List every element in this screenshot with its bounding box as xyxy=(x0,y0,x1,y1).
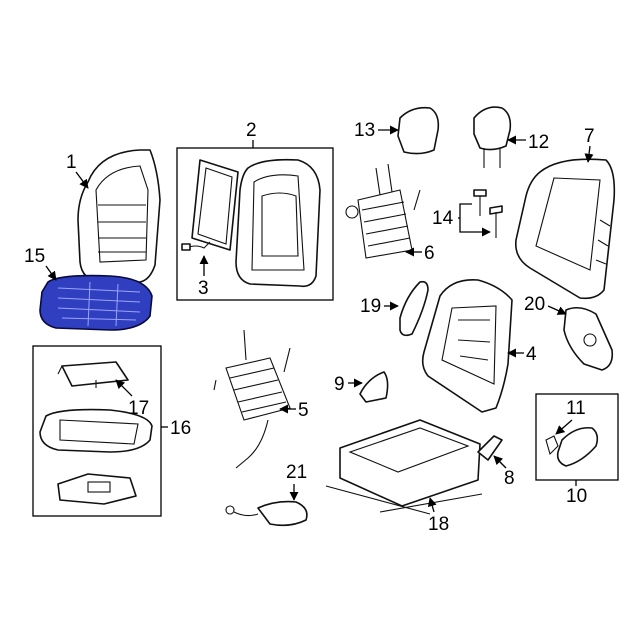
part-6-back-suspension[interactable] xyxy=(345,163,421,259)
part-2-seat-back-pad[interactable] xyxy=(235,158,321,288)
callout-16[interactable]: 16 xyxy=(170,418,191,439)
callout-15[interactable]: 15 xyxy=(24,246,45,267)
leader-20 xyxy=(547,305,567,315)
part-8-track-cover[interactable] xyxy=(477,435,503,461)
leader-1 xyxy=(75,171,89,189)
leader-7 xyxy=(584,145,594,163)
part-7-back-frame-cover[interactable] xyxy=(514,158,616,300)
part-10-handle[interactable] xyxy=(556,426,599,467)
part-17-cushion-panel[interactable] xyxy=(57,361,129,388)
callout-20[interactable]: 20 xyxy=(524,294,545,315)
callout-14[interactable]: 14 xyxy=(432,208,454,229)
leader-11 xyxy=(555,419,573,435)
group-box-2 xyxy=(176,147,334,301)
group-box-16 xyxy=(32,345,162,517)
group-box-10 xyxy=(535,393,619,481)
part-18-seat-track-frame[interactable] xyxy=(325,419,483,515)
part-1-seat-back-cover[interactable] xyxy=(77,149,161,283)
callout-1[interactable]: 1 xyxy=(66,152,77,173)
callout-11[interactable]: 11 xyxy=(566,398,586,419)
callout-6[interactable]: 6 xyxy=(424,243,435,264)
part-9-bracket[interactable] xyxy=(359,371,389,403)
callout-17[interactable]: 17 xyxy=(128,398,149,419)
callout-7[interactable]: 7 xyxy=(584,126,595,147)
leader-18 xyxy=(427,497,437,513)
callout-18[interactable]: 18 xyxy=(428,514,449,535)
part-15-seat-cushion-cover[interactable] xyxy=(39,274,153,331)
callout-4[interactable]: 4 xyxy=(526,344,537,365)
callout-8[interactable]: 8 xyxy=(504,468,515,489)
part-14-bolts[interactable] xyxy=(473,189,503,238)
leader-14 xyxy=(458,203,490,232)
callout-2[interactable]: 2 xyxy=(246,120,257,141)
leader-17 xyxy=(115,379,133,397)
part-12-headrest-with-posts[interactable] xyxy=(473,106,512,168)
callout-5[interactable]: 5 xyxy=(298,400,309,421)
callout-19[interactable]: 19 xyxy=(360,296,381,317)
part-15-highlight xyxy=(39,274,153,331)
callout-9[interactable]: 9 xyxy=(334,374,345,395)
callout-13[interactable]: 13 xyxy=(354,120,375,141)
part-3-wire-connector[interactable] xyxy=(181,241,211,251)
part-16-cushion-pad[interactable] xyxy=(39,408,153,453)
callout-10[interactable]: 10 xyxy=(566,486,587,507)
part-13-headrest[interactable] xyxy=(397,106,440,155)
callout-21[interactable]: 21 xyxy=(286,462,307,483)
part-11-clip[interactable] xyxy=(545,435,559,456)
part-16-cushion-base[interactable] xyxy=(57,473,137,505)
part-2-back-panel[interactable] xyxy=(191,159,239,251)
part-4-back-frame[interactable] xyxy=(421,279,513,413)
callout-3[interactable]: 3 xyxy=(198,278,209,299)
leader-8 xyxy=(493,455,507,469)
part-20-recliner-cover[interactable] xyxy=(563,306,614,371)
callout-12[interactable]: 12 xyxy=(528,132,549,153)
part-5-cushion-suspension[interactable] xyxy=(213,329,291,469)
part-19-side-trim[interactable] xyxy=(399,280,429,337)
leader-15 xyxy=(45,265,57,281)
part-21-wiring-harness[interactable] xyxy=(225,500,308,527)
